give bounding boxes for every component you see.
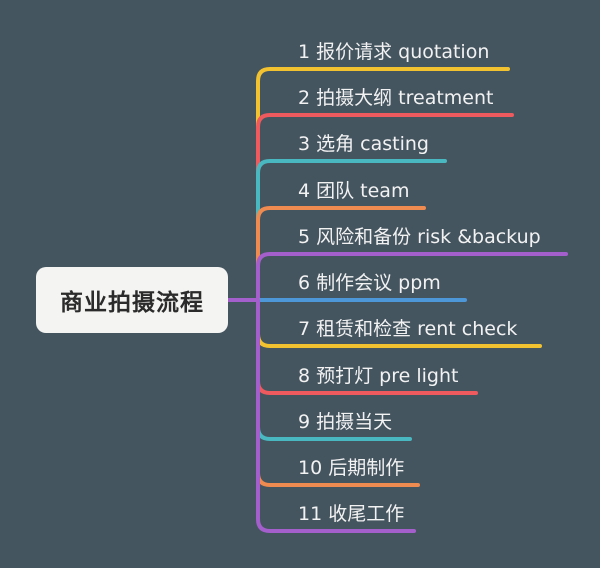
root-topic[interactable]: 商业拍摄流程	[36, 267, 228, 333]
branch-topic-5[interactable]: 5 风险和备份 risk &backup	[298, 226, 541, 248]
branch-topic-11[interactable]: 11 收尾工作	[298, 503, 405, 525]
branch-topic-4[interactable]: 4 团队 team	[298, 180, 410, 202]
branch-topic-2[interactable]: 2 拍摄大纲 treatment	[298, 87, 494, 109]
branch-topic-9[interactable]: 9 拍摄当天	[298, 411, 393, 433]
branch-topic-10[interactable]: 10 后期制作	[298, 457, 405, 479]
branch-topic-1[interactable]: 1 报价请求 quotation	[298, 41, 490, 63]
branch-connector-5	[226, 252, 568, 302]
branch-connector-11	[226, 298, 416, 533]
branch-topic-3[interactable]: 3 选角 casting	[298, 133, 429, 155]
branch-topic-7[interactable]: 7 租赁和检查 rent check	[298, 318, 518, 340]
branch-topic-6[interactable]: 6 制作会议 ppm	[298, 272, 441, 294]
branch-topic-8[interactable]: 8 预打灯 pre light	[298, 365, 459, 387]
